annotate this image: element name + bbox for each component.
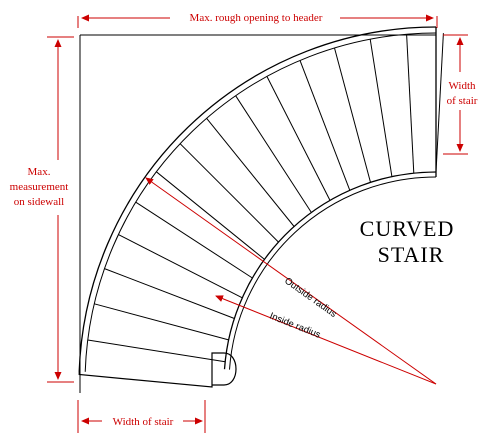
stair-tread [266, 76, 331, 201]
title-line-2: STAIR [378, 242, 445, 267]
inner-stringer-inner-edge [229, 176, 437, 370]
outside-radius-label: Outside radius [282, 275, 339, 320]
dimension-lines [47, 14, 468, 433]
inside-radius-line [215, 295, 437, 385]
stair-tread [135, 201, 253, 279]
bottom-dimension-label: Width of stair [113, 416, 174, 428]
sidewall-lines [79, 34, 436, 393]
stair-tread [235, 95, 312, 213]
stair-tread [435, 33, 444, 173]
right-dimension-label-line2: of stair [447, 95, 478, 107]
inner-stringer [223, 171, 437, 370]
stair-tread [334, 47, 371, 183]
stair-tread [299, 60, 351, 191]
curved-stair [78, 26, 444, 388]
stair-tread [406, 34, 415, 174]
left-dimension-label-line1: Max. [28, 166, 51, 178]
inside-radius-label: Inside radius [268, 311, 322, 341]
stair-tread [156, 171, 265, 260]
outer-stringer [78, 26, 437, 372]
stair-tread [118, 234, 243, 299]
stair-tread [94, 303, 229, 341]
stair-tread [206, 117, 295, 227]
stair-tread [179, 143, 279, 243]
outside-radius-line [145, 177, 437, 385]
stair-tread [87, 339, 226, 363]
left-dimension-label-line3: on sidewall [14, 196, 64, 208]
right-dimension-label-line1: Width [448, 80, 476, 92]
outer-stringer-inner-edge [84, 32, 437, 372]
left-dimension-label-line2: measurement [10, 181, 69, 193]
starting-step-bullnose [78, 352, 237, 388]
title-line-1: CURVED [360, 216, 455, 241]
stair-tread [369, 39, 393, 177]
stair-tread [104, 268, 235, 319]
top-dimension-label: Max. rough opening to header [190, 12, 323, 24]
